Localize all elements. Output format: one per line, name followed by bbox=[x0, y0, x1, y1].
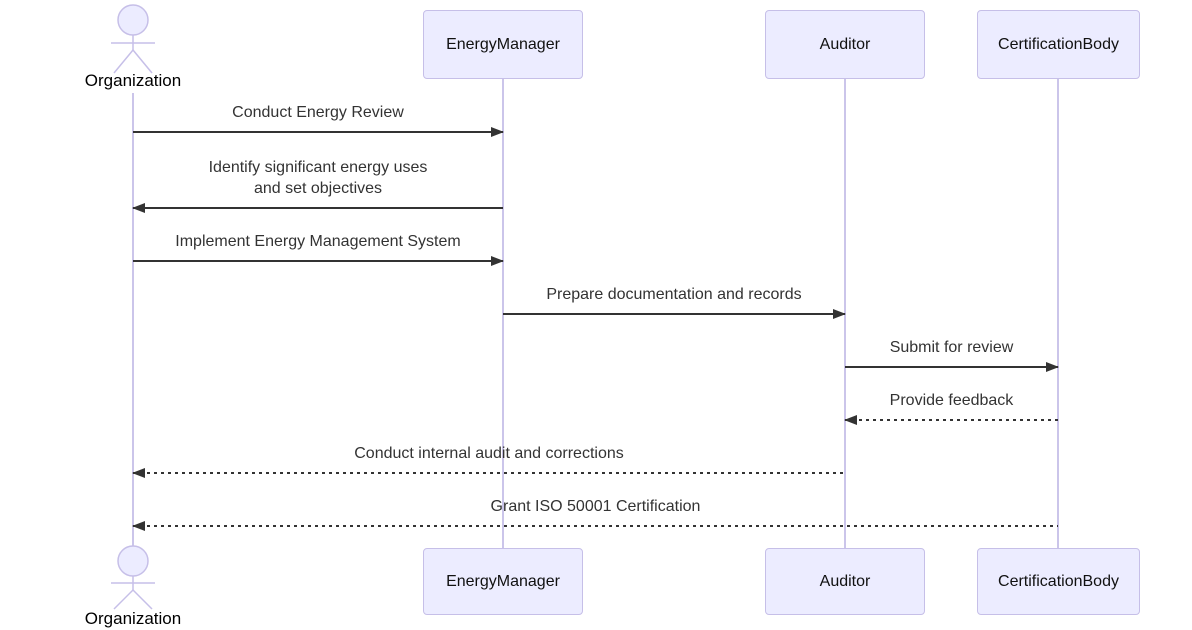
message-line-dashed bbox=[133, 472, 845, 474]
participant-certification-body-top: CertificationBody bbox=[977, 10, 1140, 79]
actor-label-organization-bottom: Organization bbox=[84, 609, 182, 628]
participant-auditor-top: Auditor bbox=[765, 10, 925, 79]
message-grant-iso-certification: Grant ISO 50001 Certification bbox=[132, 467, 1058, 531]
message-implement-ems: Implement Energy Management System bbox=[133, 202, 504, 266]
participant-label: Auditor bbox=[819, 35, 871, 53]
message-label: Submit for review bbox=[889, 339, 1014, 356]
arrowhead-left-icon bbox=[132, 521, 145, 531]
arrowhead-left-icon bbox=[132, 468, 145, 478]
message-label: Identify significant energy uses and set… bbox=[208, 159, 428, 197]
message-line-solid bbox=[845, 366, 1058, 368]
lifeline-certification-body bbox=[1057, 79, 1059, 548]
participant-auditor-bottom: Auditor bbox=[765, 548, 925, 615]
arrowhead-left-icon bbox=[132, 203, 145, 213]
message-label: Grant ISO 50001 Certification bbox=[490, 498, 701, 515]
message-submit-for-review: Submit for review bbox=[845, 308, 1059, 372]
message-line-solid bbox=[133, 131, 503, 133]
participant-label: Auditor bbox=[819, 572, 871, 590]
message-conduct-energy-review: Conduct Energy Review bbox=[133, 73, 504, 137]
participant-label: EnergyManager bbox=[446, 35, 560, 53]
message-line-solid bbox=[503, 313, 845, 315]
message-line-solid bbox=[133, 207, 503, 209]
message-line-dashed bbox=[845, 419, 1058, 421]
arrowhead-right-icon bbox=[1046, 362, 1059, 372]
message-line-dashed bbox=[133, 525, 1058, 527]
arrowhead-left-icon bbox=[844, 415, 857, 425]
participant-label: CertificationBody bbox=[998, 35, 1119, 53]
message-conduct-internal-audit: Conduct internal audit and corrections bbox=[132, 414, 845, 478]
arrowhead-right-icon bbox=[491, 256, 504, 266]
message-line-solid bbox=[133, 260, 503, 262]
message-prepare-documentation: Prepare documentation and records bbox=[503, 255, 846, 319]
arrowhead-right-icon bbox=[491, 127, 504, 137]
participant-energy-manager-bottom: EnergyManager bbox=[423, 548, 583, 615]
participant-label: EnergyManager bbox=[446, 572, 560, 590]
message-label: Conduct Energy Review bbox=[232, 104, 404, 121]
actor-label-organization-top: Organization bbox=[84, 71, 182, 90]
actor-stick-figure-icon bbox=[111, 4, 155, 74]
participant-certification-body-bottom: CertificationBody bbox=[977, 548, 1140, 615]
message-identify-energy-uses: Identify significant energy uses and set… bbox=[132, 149, 503, 213]
message-label: Implement Energy Management System bbox=[175, 233, 461, 250]
actor-stick-figure-icon bbox=[111, 545, 155, 610]
lifeline-organization bbox=[132, 93, 134, 546]
message-label: Provide feedback bbox=[889, 392, 1014, 409]
participant-label: CertificationBody bbox=[998, 572, 1119, 590]
message-label: Conduct internal audit and corrections bbox=[354, 445, 624, 462]
arrowhead-right-icon bbox=[833, 309, 846, 319]
message-provide-feedback: Provide feedback bbox=[844, 361, 1058, 425]
message-label: Prepare documentation and records bbox=[546, 286, 802, 303]
participant-energy-manager-top: EnergyManager bbox=[423, 10, 583, 79]
